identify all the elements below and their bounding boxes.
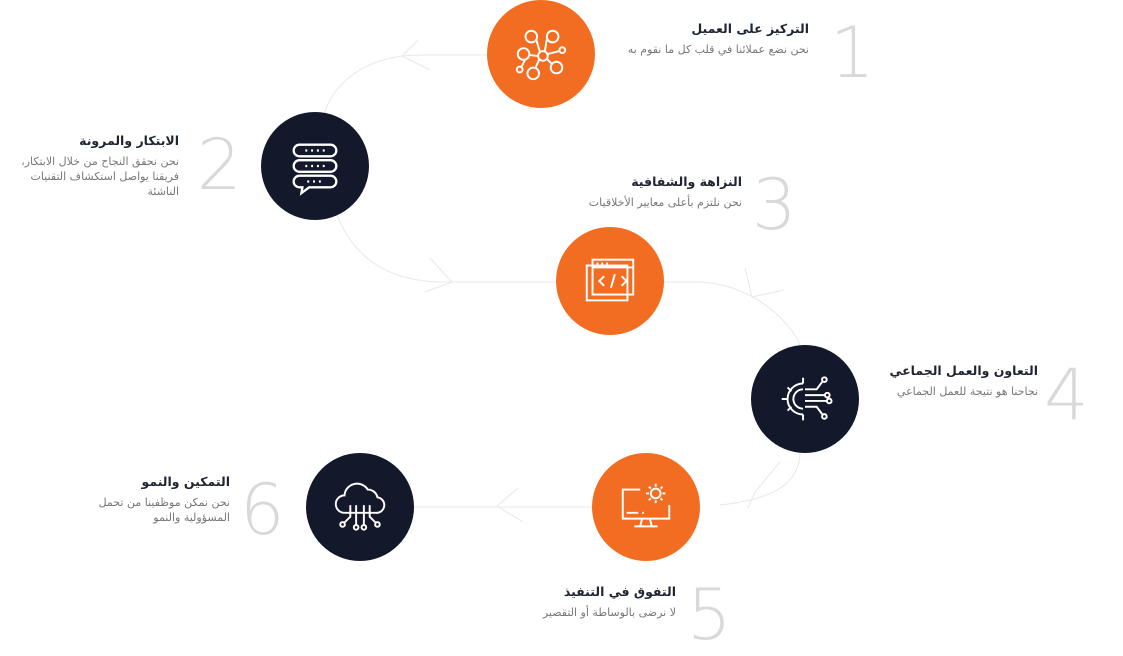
step-2-description: نحن نحقق النجاح من خلال الابتكار، فريقنا… [21, 155, 179, 198]
gear-circuit-icon [781, 376, 833, 421]
step-2-title: الابتكار والمرونة [79, 133, 179, 148]
step-3-text: النزاهة والشفافية نحن نلتزم بأعلى معايير… [582, 174, 742, 210]
step-1-description: نحن نضع عملائنا في قلب كل ما نقوم به [627, 43, 809, 56]
step-4-number: 4 [1044, 354, 1089, 436]
step-6-title: التمكين والنمو [141, 474, 230, 489]
step-3-number: 3 [752, 164, 797, 246]
step-4-title: التعاون والعمل الجماعي [889, 363, 1038, 378]
step-1-text: التركيز على العميل نحن نضع عملائنا في قل… [569, 21, 809, 57]
step-3-description: نحن نلتزم بأعلى معايير الأخلاقيات [588, 196, 742, 209]
step-1-title: التركيز على العميل [691, 21, 809, 36]
step-6-description: نحن نمكن موظفينا من تحمل المسؤولية والنم… [98, 496, 230, 524]
step-6-circle [306, 453, 414, 561]
code-window-icon [585, 258, 635, 302]
customer-network-icon [515, 29, 567, 81]
step-2-text: الابتكار والمرونة نحن نحقق النجاح من خلا… [19, 133, 179, 199]
step-2-circle [261, 112, 369, 220]
step-1-circle [487, 0, 595, 108]
step-1-number: 1 [830, 12, 875, 94]
step-4-circle [751, 345, 859, 453]
step-6-text: التمكين والنمو نحن نمكن موظفينا من تحمل … [70, 474, 230, 525]
chat-servers-icon [292, 143, 338, 196]
step-4-text: التعاون والعمل الجماعي نجاحنا هو نتيجة ل… [868, 363, 1038, 399]
step-5-number: 5 [687, 574, 732, 656]
cloud-network-icon [334, 482, 386, 531]
step-5-title: التفوق في التنفيذ [563, 584, 676, 599]
step-2-number: 2 [197, 124, 242, 206]
step-4-description: نجاحنا هو نتيجة للعمل الجماعي [896, 385, 1038, 398]
step-6-number: 6 [240, 469, 285, 551]
step-3-circle [556, 227, 664, 335]
step-5-description: لا نرضى بالوساطة أو التقصير [542, 606, 676, 619]
step-3-title: النزاهة والشفافية [631, 174, 742, 189]
step-5-circle [592, 453, 700, 561]
step-5-text: التفوق في التنفيذ لا نرضى بالوساطة أو ال… [516, 584, 676, 620]
monitor-gear-icon [621, 483, 671, 528]
